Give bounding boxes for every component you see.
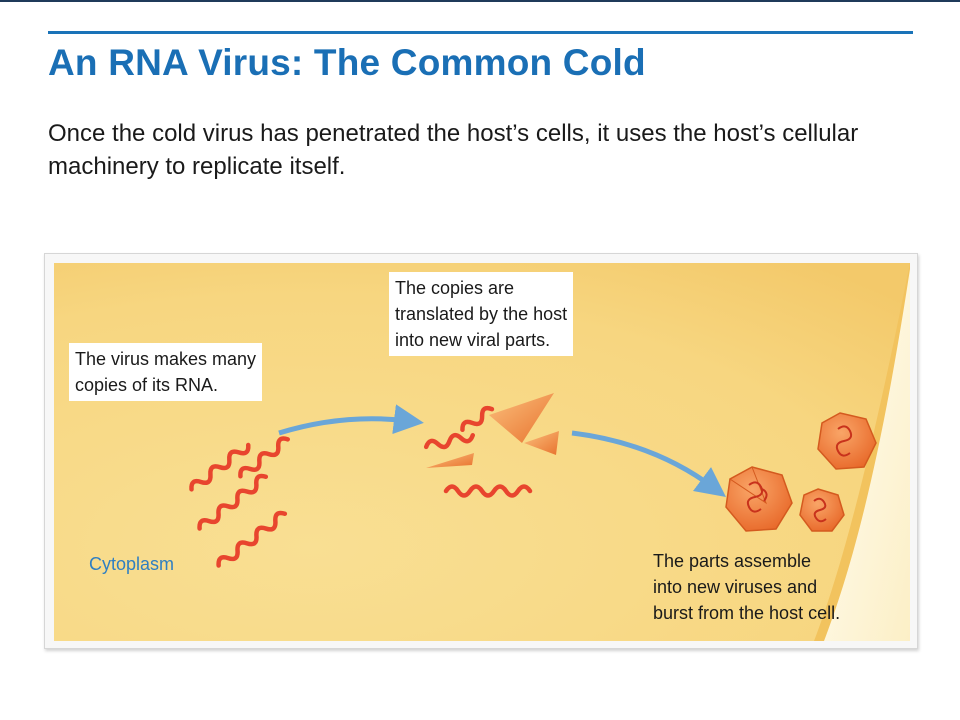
rna-strand bbox=[216, 510, 288, 568]
rna-strand bbox=[460, 405, 495, 433]
cytoplasm-label: Cytoplasm bbox=[89, 554, 175, 574]
slide-subtitle: Once the cold virus has penetrated the h… bbox=[48, 120, 859, 180]
slide-title: An RNA Virus: The Common Cold bbox=[48, 42, 646, 83]
cell-exterior bbox=[824, 269, 910, 641]
viral-protein-part bbox=[426, 453, 474, 468]
viral-protein-part bbox=[524, 431, 559, 455]
process-arrow bbox=[571, 430, 727, 497]
callout-rna-copies: The virus makes many copies of its RNA. bbox=[69, 343, 263, 401]
new-virus bbox=[725, 466, 793, 532]
rna-strand bbox=[189, 442, 251, 492]
callout-assembly: The parts assemble into new viruses and … bbox=[653, 551, 841, 623]
new-virus bbox=[817, 412, 877, 470]
rna-strand bbox=[197, 473, 269, 531]
viral-protein-part bbox=[489, 393, 554, 443]
new-virus bbox=[799, 488, 845, 532]
rna-strand bbox=[443, 484, 533, 498]
top-border bbox=[0, 0, 960, 2]
rna-strand bbox=[423, 432, 476, 450]
rna-strand bbox=[238, 436, 290, 479]
process-arrow bbox=[278, 404, 424, 436]
callout-translation: The copies are translated by the host in… bbox=[389, 272, 574, 356]
title-rule bbox=[48, 31, 913, 34]
figure-frame: The virus makes many copies of its RNA. … bbox=[44, 253, 918, 649]
